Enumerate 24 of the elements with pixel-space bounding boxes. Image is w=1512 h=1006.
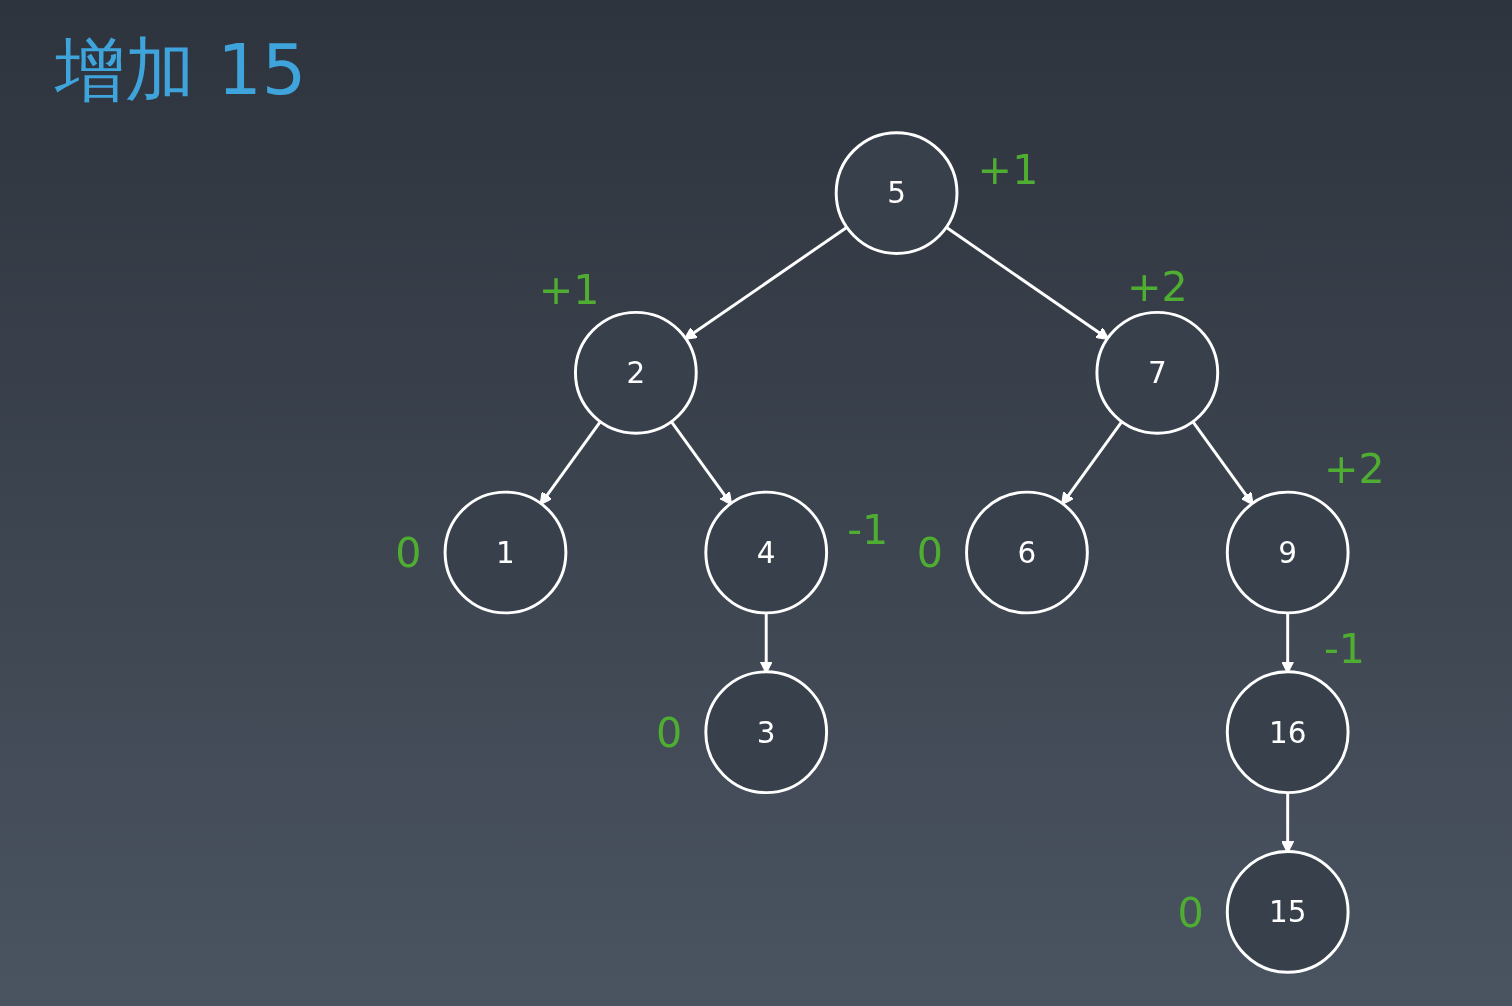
node-circle: 2	[574, 310, 698, 435]
node-annotation: 0	[1177, 888, 1204, 937]
node-annotation: 0	[656, 708, 683, 757]
arrow	[944, 225, 1110, 340]
node-circle: 6	[965, 490, 1089, 615]
arrow	[1190, 419, 1254, 506]
node-circle: 15	[1225, 850, 1350, 974]
arrow	[683, 225, 849, 340]
node-circle: 1	[443, 490, 568, 615]
node-circle: 4	[704, 490, 829, 615]
arrow	[1060, 419, 1124, 506]
title: 增加 15	[55, 28, 307, 112]
node-annotation: 0	[916, 529, 943, 578]
node-circle: 7	[1095, 310, 1220, 435]
node-annotation: -1	[1323, 625, 1366, 673]
node-annotation: +2	[1126, 262, 1188, 311]
node-circle: 16	[1225, 670, 1350, 795]
node-circle: 5	[834, 131, 959, 255]
node-annotation: +1	[977, 146, 1039, 195]
node-circle: 3	[704, 670, 829, 795]
node-annotation: -1	[847, 505, 889, 554]
node-circle: 9	[1225, 490, 1350, 615]
node-annotation: 0	[395, 529, 422, 578]
arrow	[539, 419, 603, 506]
